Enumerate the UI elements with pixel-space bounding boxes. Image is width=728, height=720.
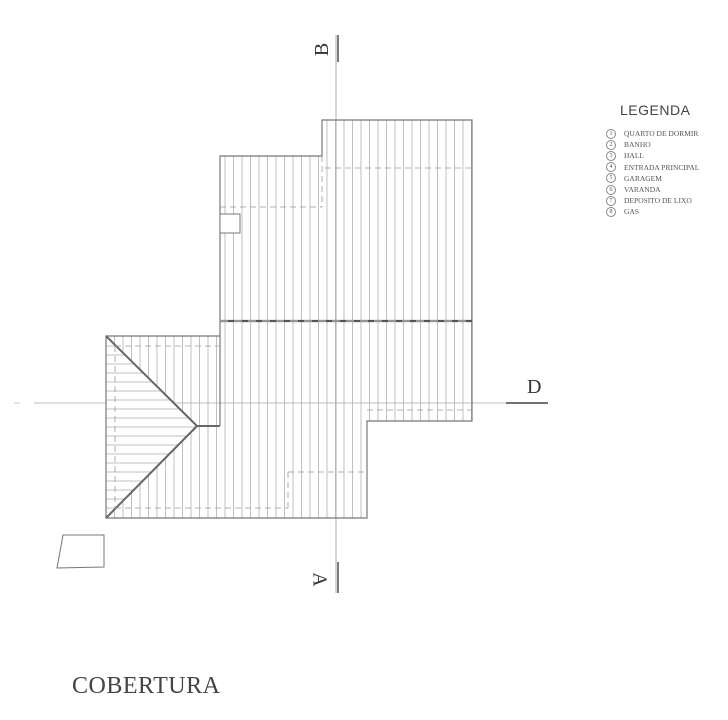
- section-marker-a: A: [308, 572, 331, 587]
- legend-number-circle: 3: [606, 150, 616, 161]
- legend-number-circle: 2: [606, 139, 616, 150]
- legend-title: LEGENDA: [620, 102, 691, 118]
- legend-item-label: HALL: [624, 151, 644, 161]
- legend-item-label: DEPOSITO DE LIXO: [624, 196, 692, 206]
- legend-item-label: GAS: [624, 207, 640, 217]
- section-marker-d: D: [527, 376, 542, 398]
- legend-item-label: VARANDA: [624, 185, 661, 195]
- legend: LEGENDA 1 QUARTO DE DORMIR 2 BANHO 3 HALL 4…: [606, 102, 699, 218]
- legend-number-circle: 4: [606, 162, 616, 173]
- legend-item: 2 BANHO: [606, 139, 699, 150]
- legend-item: 4 ENTRADA PRINCIPAL: [606, 162, 699, 173]
- legend-item-label: GARAGEM: [624, 173, 662, 183]
- section-marker-b: B: [311, 42, 334, 57]
- legend-number-circle: 6: [606, 184, 616, 195]
- legend-item: 5 GARAGEM: [606, 173, 699, 184]
- legend-number-circle: 5: [606, 173, 616, 184]
- legend-item: 3 HALL: [606, 150, 699, 161]
- legend-item: 7 DEPOSITO DE LIXO: [606, 195, 699, 206]
- roof-main: [105, 119, 473, 519]
- gas-shelter-outline: [56, 534, 105, 569]
- legend-item: 1 QUARTO DE DORMIR: [606, 128, 699, 139]
- legend-number-circle: 7: [606, 195, 616, 206]
- legend-item-label: QUARTO DE DORMIR: [624, 129, 699, 139]
- legend-number-circle: 1: [606, 128, 616, 139]
- legend-number-circle: 8: [606, 206, 616, 217]
- legend-item: 8 GAS: [606, 206, 699, 217]
- drawing-title: COBERTURA: [72, 673, 221, 699]
- legend-item: 6 VARANDA: [606, 184, 699, 195]
- legend-item-label: ENTRADA PRINCIPAL: [624, 162, 700, 172]
- legend-item-label: BANHO: [624, 140, 651, 150]
